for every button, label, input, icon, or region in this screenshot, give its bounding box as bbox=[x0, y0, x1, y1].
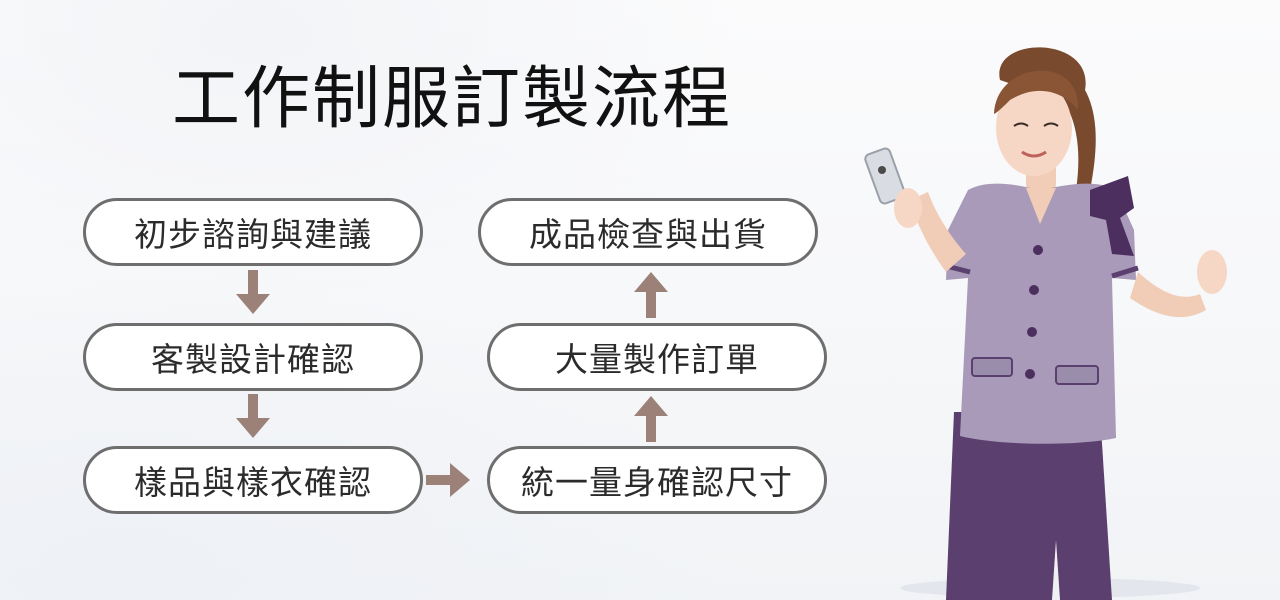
step-measurement-confirmation: 統一量身確認尺寸 bbox=[487, 446, 827, 514]
step-initial-consultation: 初步諮詢與建議 bbox=[83, 198, 423, 266]
page-title: 工作制服訂製流程 bbox=[172, 60, 733, 139]
model-photo bbox=[864, 47, 1227, 600]
step-inspection-shipping: 成品檢查與出貨 bbox=[478, 198, 818, 266]
arrow-down-icon bbox=[236, 394, 270, 438]
arrow-down-icon bbox=[236, 270, 270, 314]
step-sample-confirmation: 樣品與樣衣確認 bbox=[83, 446, 423, 514]
arrow-right-icon bbox=[426, 463, 470, 497]
arrow-up-icon bbox=[634, 272, 668, 318]
step-mass-production: 大量製作訂單 bbox=[487, 323, 827, 391]
step-custom-design-confirmation: 客製設計確認 bbox=[83, 323, 423, 391]
arrow-up-icon bbox=[634, 396, 668, 442]
